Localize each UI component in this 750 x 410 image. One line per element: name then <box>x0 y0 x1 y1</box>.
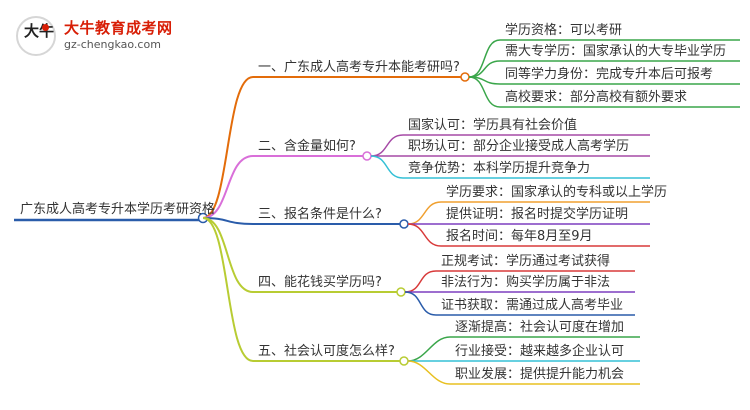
logo-title: 大牛教育成考网 <box>64 19 173 37</box>
branch-2-curve <box>202 155 254 219</box>
branch-3-dot <box>399 219 409 229</box>
branch-2-leaf-1-curve <box>370 134 404 157</box>
branch-4-leaf-3: 证书获取：需通过成人高考毕业 <box>441 298 624 313</box>
branch-1-leaf-1-curve <box>468 39 501 78</box>
branch-1-label: 一、广东成人高考专升本能考研吗? <box>258 60 460 75</box>
branch-4-leaf-2: 非法行为：购买学历属于非法 <box>441 275 611 290</box>
branch-3-leaf-1: 学历要求：国家承认的专科或以上学历 <box>446 185 668 200</box>
branch-1-dot <box>460 72 470 82</box>
branch-1-leaf-2: 需大专学历：国家承认的大专毕业学历 <box>505 44 727 59</box>
branch-5-leaf-1-curve <box>407 336 451 362</box>
branch-5-dot <box>399 356 409 366</box>
branch-4-leaf-3-curve <box>404 291 437 316</box>
branch-4-curve <box>202 217 254 293</box>
branch-2-dot <box>362 151 372 161</box>
branch-4-leaf-1-curve <box>404 270 437 293</box>
logo-icon: 大牛 <box>16 16 56 56</box>
site-logo[interactable]: 大牛 大牛教育成考网 gz-chengkao.com <box>12 14 252 58</box>
branch-5-leaf-3-curve <box>407 360 451 385</box>
branch-2-leaf-3-curve <box>370 155 404 179</box>
logo-dot <box>42 24 49 31</box>
branch-1-leaf-3: 同等学力身份：完成专升本后可报考 <box>505 67 714 82</box>
branch-2-leaf-3: 竞争优势：本科学历提升竞争力 <box>408 161 591 176</box>
branch-2-leaf-2: 职场认可：部分企业接受成人高考学历 <box>408 139 630 154</box>
branch-4-dot <box>396 287 406 297</box>
branch-4-leaf-1: 正规考试：学历通过考试获得 <box>441 254 611 269</box>
branch-5-leaf-1: 逐渐提高：社会认可度在增加 <box>455 320 625 335</box>
branch-3-leaf-1-curve <box>407 201 442 225</box>
branch-5-leaf-3: 职业发展：提供提升能力机会 <box>455 367 625 382</box>
root-node-label: 广东成人高考专升本学历考研资格 <box>20 202 216 217</box>
logo-url: gz-chengkao.com <box>64 38 161 51</box>
branch-2-leaf-1: 国家认可：学历具有社会价值 <box>408 118 578 133</box>
branch-5-curve <box>202 217 254 362</box>
branch-3-label: 三、报名条件是什么? <box>258 207 382 222</box>
branch-3-leaf-3: 报名时间：每年8月至9月 <box>446 229 593 244</box>
branch-3-curve <box>202 217 254 225</box>
branch-3-leaf-3-curve <box>407 223 442 247</box>
branch-1-leaf-2-curve <box>468 60 501 78</box>
branch-1-leaf-4: 高校要求：部分高校有额外要求 <box>505 90 688 105</box>
branch-5-label: 五、社会认可度怎么样? <box>258 344 395 359</box>
branch-5-leaf-2: 行业接受：越来越多企业认可 <box>455 344 625 359</box>
branch-1-leaf-1: 学历资格：可以考研 <box>505 23 623 38</box>
branch-4-label: 四、能花钱买学历吗? <box>258 275 382 290</box>
branch-3-leaf-2: 提供证明：报名时提交学历证明 <box>446 207 629 222</box>
branch-2-label: 二、含金量如何? <box>258 139 356 154</box>
branch-1-curve <box>202 76 254 219</box>
branch-1-leaf-4-curve <box>468 76 501 108</box>
